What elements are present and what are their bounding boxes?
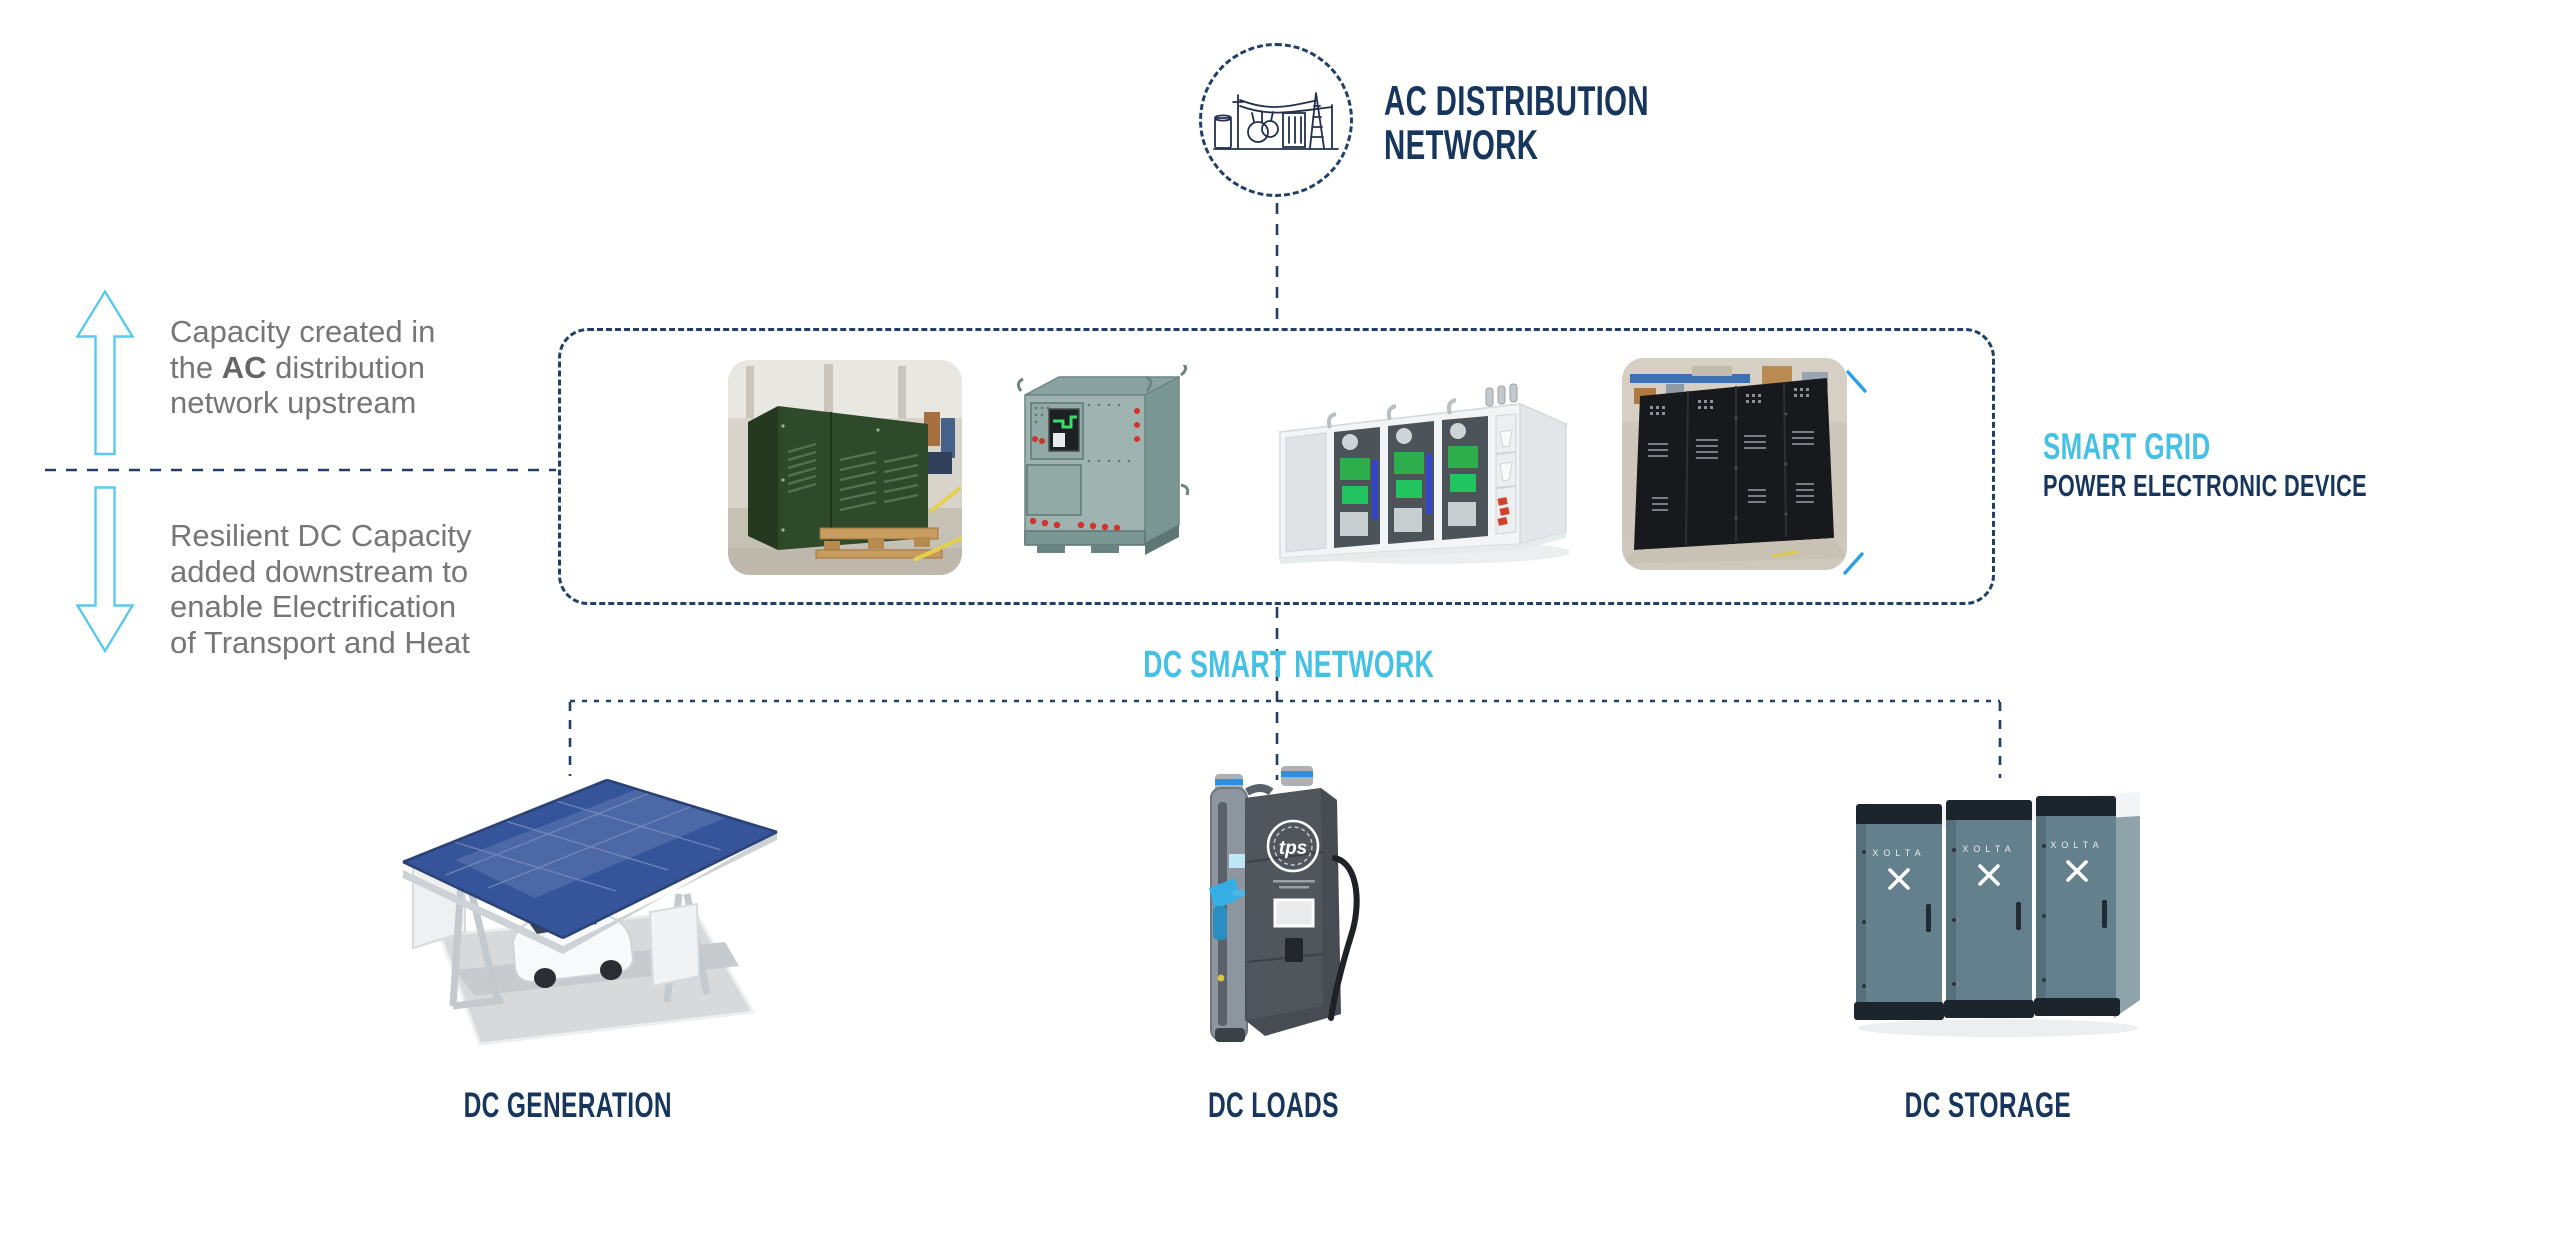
xolta-brand-text: XOLTA: [1962, 844, 2015, 854]
xolta-x-mark: [1888, 868, 1910, 890]
ac-title-line1: AC DISTRIBUTION: [1384, 77, 1649, 124]
xolta-brand-text: XOLTA: [2050, 840, 2103, 850]
xolta-brand-text: XOLTA: [1872, 848, 1925, 858]
battery-cabinet-image: XOLTA XOLTA XOLTA: [1854, 792, 2140, 1037]
dc-storage-text: DC STORAGE: [1904, 1086, 2072, 1125]
battery-cabinet-2: XOLTA: [1944, 800, 2034, 1018]
ac-network-title: AC DISTRIBUTION NETWORK: [1384, 79, 1763, 167]
downstream-note-line1: Resilient DC Capacity: [170, 518, 472, 553]
dc-generation-text: DC GENERATION: [463, 1086, 673, 1125]
tps-logo: tps: [1266, 819, 1320, 873]
modular-power-rack-render: [1270, 380, 1580, 570]
smart-grid-box: [558, 328, 1995, 605]
solar-panel: [402, 778, 778, 954]
downstream-note-line4: of Transport and Heat: [170, 624, 470, 660]
upstream-note-line2-bold: AC: [221, 349, 267, 385]
up-arrow-icon: [76, 290, 134, 456]
dc-storage-label: DC STORAGE: [1778, 1087, 2198, 1125]
black-panel-assembly-art: [1622, 358, 1847, 570]
dc-smart-network-label: DC SMART NETWORK: [1081, 645, 1481, 685]
smart-grid-subtitle: POWER ELECTRONIC DEVICE: [2043, 468, 2367, 503]
downstream-note-line3: enable Electrification: [170, 589, 457, 624]
upstream-note: Capacity created in the AC distribution …: [170, 314, 435, 421]
upstream-note-line1: Capacity created in: [170, 314, 436, 349]
smart-grid-label: SMART GRID POWER ELECTRONIC DEVICE: [2043, 427, 2506, 503]
charger-screen: [1273, 898, 1315, 928]
solar-carport-image: [402, 778, 778, 1046]
upstream-note-line2-pre: the: [170, 349, 222, 385]
converter-cabinet-render: [1015, 365, 1197, 560]
dc-generation-label: DC GENERATION: [358, 1087, 778, 1125]
green-transformer-cabinet-photo: [728, 360, 962, 575]
substation-icon: [1213, 92, 1339, 150]
blue-corner-mark-bottom: [1843, 552, 1864, 575]
tps-logo-text: tps: [1279, 838, 1308, 859]
upstream-note-line3: network upstream: [170, 385, 417, 420]
blue-corner-mark-top: [1846, 370, 1867, 393]
smart-grid-title: SMART GRID: [2043, 426, 2211, 467]
ac-network-node: [1199, 43, 1353, 197]
green-transformer-cabinet-art: [728, 360, 962, 575]
xolta-x-mark: [1978, 864, 2000, 886]
downstream-note: Resilient DC Capacity added downstream t…: [170, 518, 472, 660]
ev-charger-image: tps: [1209, 766, 1360, 1042]
upstream-note-line2-post: distribution: [266, 349, 426, 385]
downstream-note-line2: added downstream to: [170, 553, 469, 589]
down-arrow-icon: [76, 486, 134, 653]
dc-loads-label: DC LOADS: [1063, 1087, 1483, 1125]
modular-power-rack-art: [1277, 383, 1570, 564]
charging-cable: [1328, 855, 1360, 1021]
battery-cabinet-3: XOLTA: [2034, 796, 2120, 1016]
dc-smart-network-text: DC SMART NETWORK: [1143, 644, 1435, 686]
black-panel-assembly-photo: [1622, 358, 1847, 570]
dc-loads-text: DC LOADS: [1207, 1086, 1339, 1125]
converter-cabinet-art: [1016, 365, 1190, 555]
charging-connector: [1209, 878, 1241, 910]
xolta-x-mark: [2066, 860, 2088, 882]
battery-cabinet-1: XOLTA: [1854, 804, 1944, 1020]
ac-title-line2: NETWORK: [1384, 121, 1539, 168]
